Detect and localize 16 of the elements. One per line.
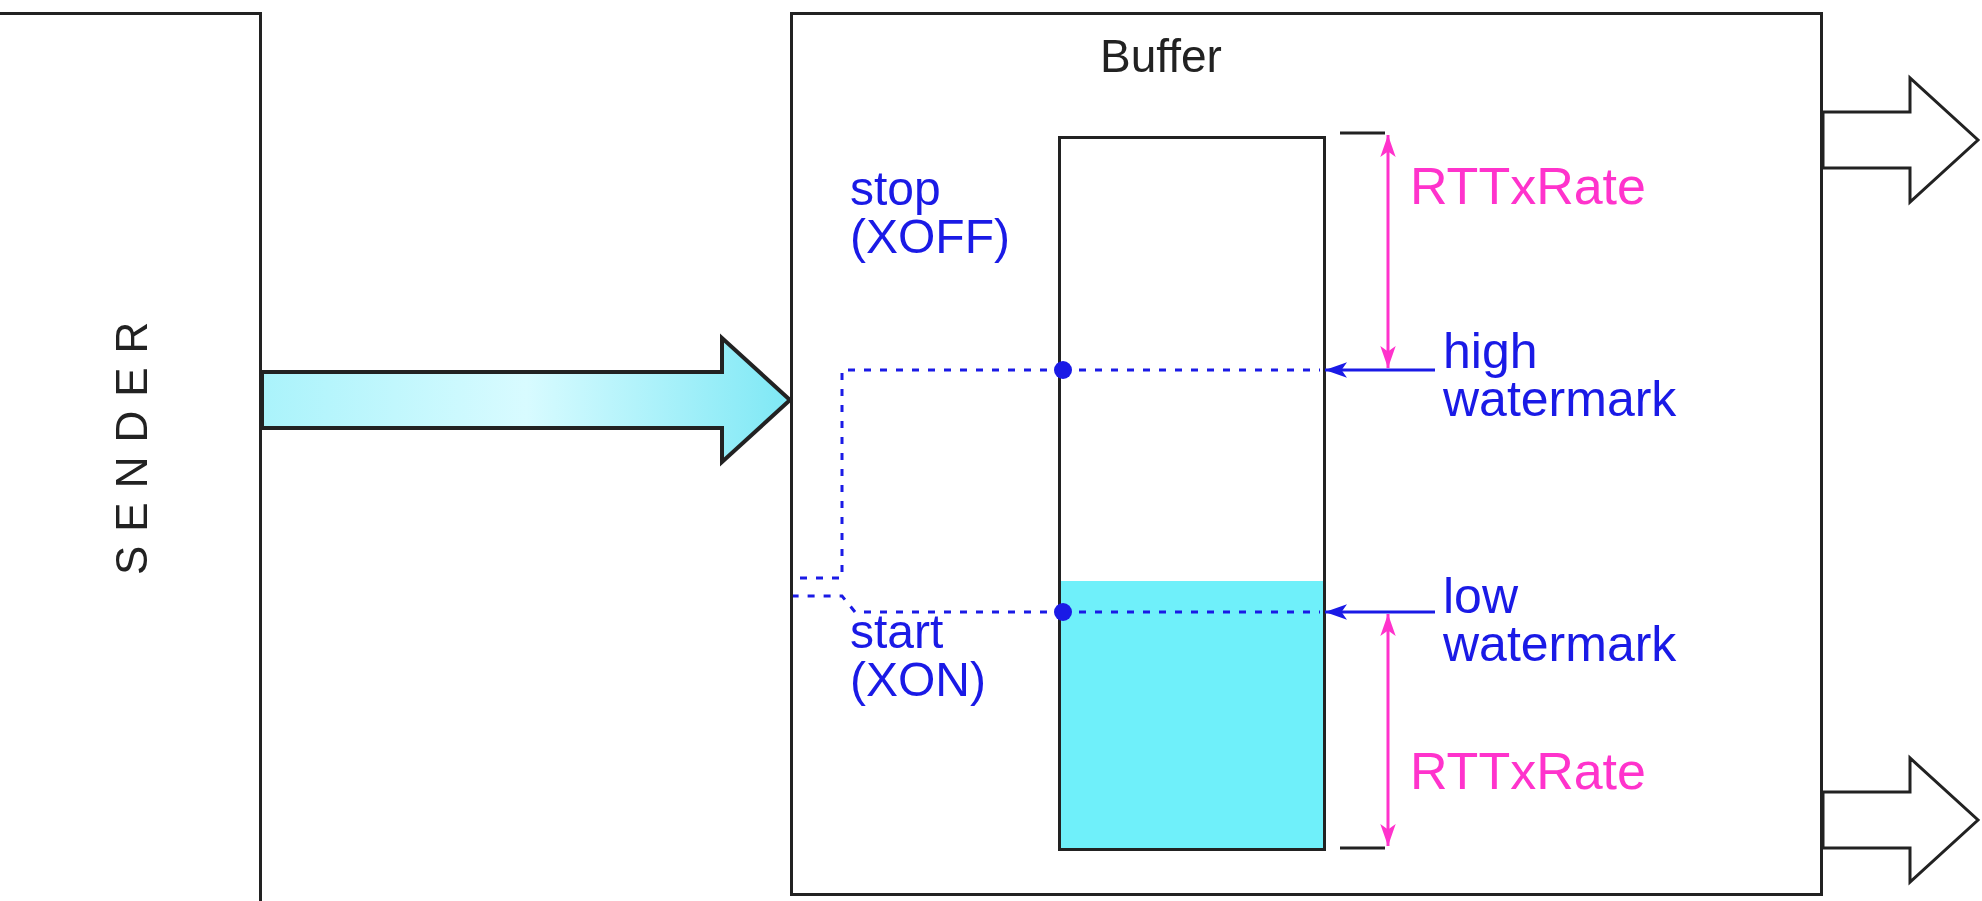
dotted-line [791,594,1322,621]
block-arrow [1821,754,1981,886]
signal-label: stop (XOFF) [850,165,1011,261]
watermark-label: low watermark [1443,573,1678,668]
sender-box [0,12,262,901]
dimension-label: RTTxRate [1410,745,1647,797]
leader-arrow [1325,604,1435,620]
sender-label: SENDER [110,307,154,575]
signal-label: start (XON) [850,608,987,704]
leader-arrow [1325,362,1435,378]
watermark-label: high watermark [1443,328,1678,423]
buffer-label: Buffer [1100,33,1222,79]
block-arrow [260,333,793,467]
block-arrow [1821,74,1981,206]
receiver-box [790,12,1823,896]
dimension-label: RTTxRate [1410,160,1647,212]
